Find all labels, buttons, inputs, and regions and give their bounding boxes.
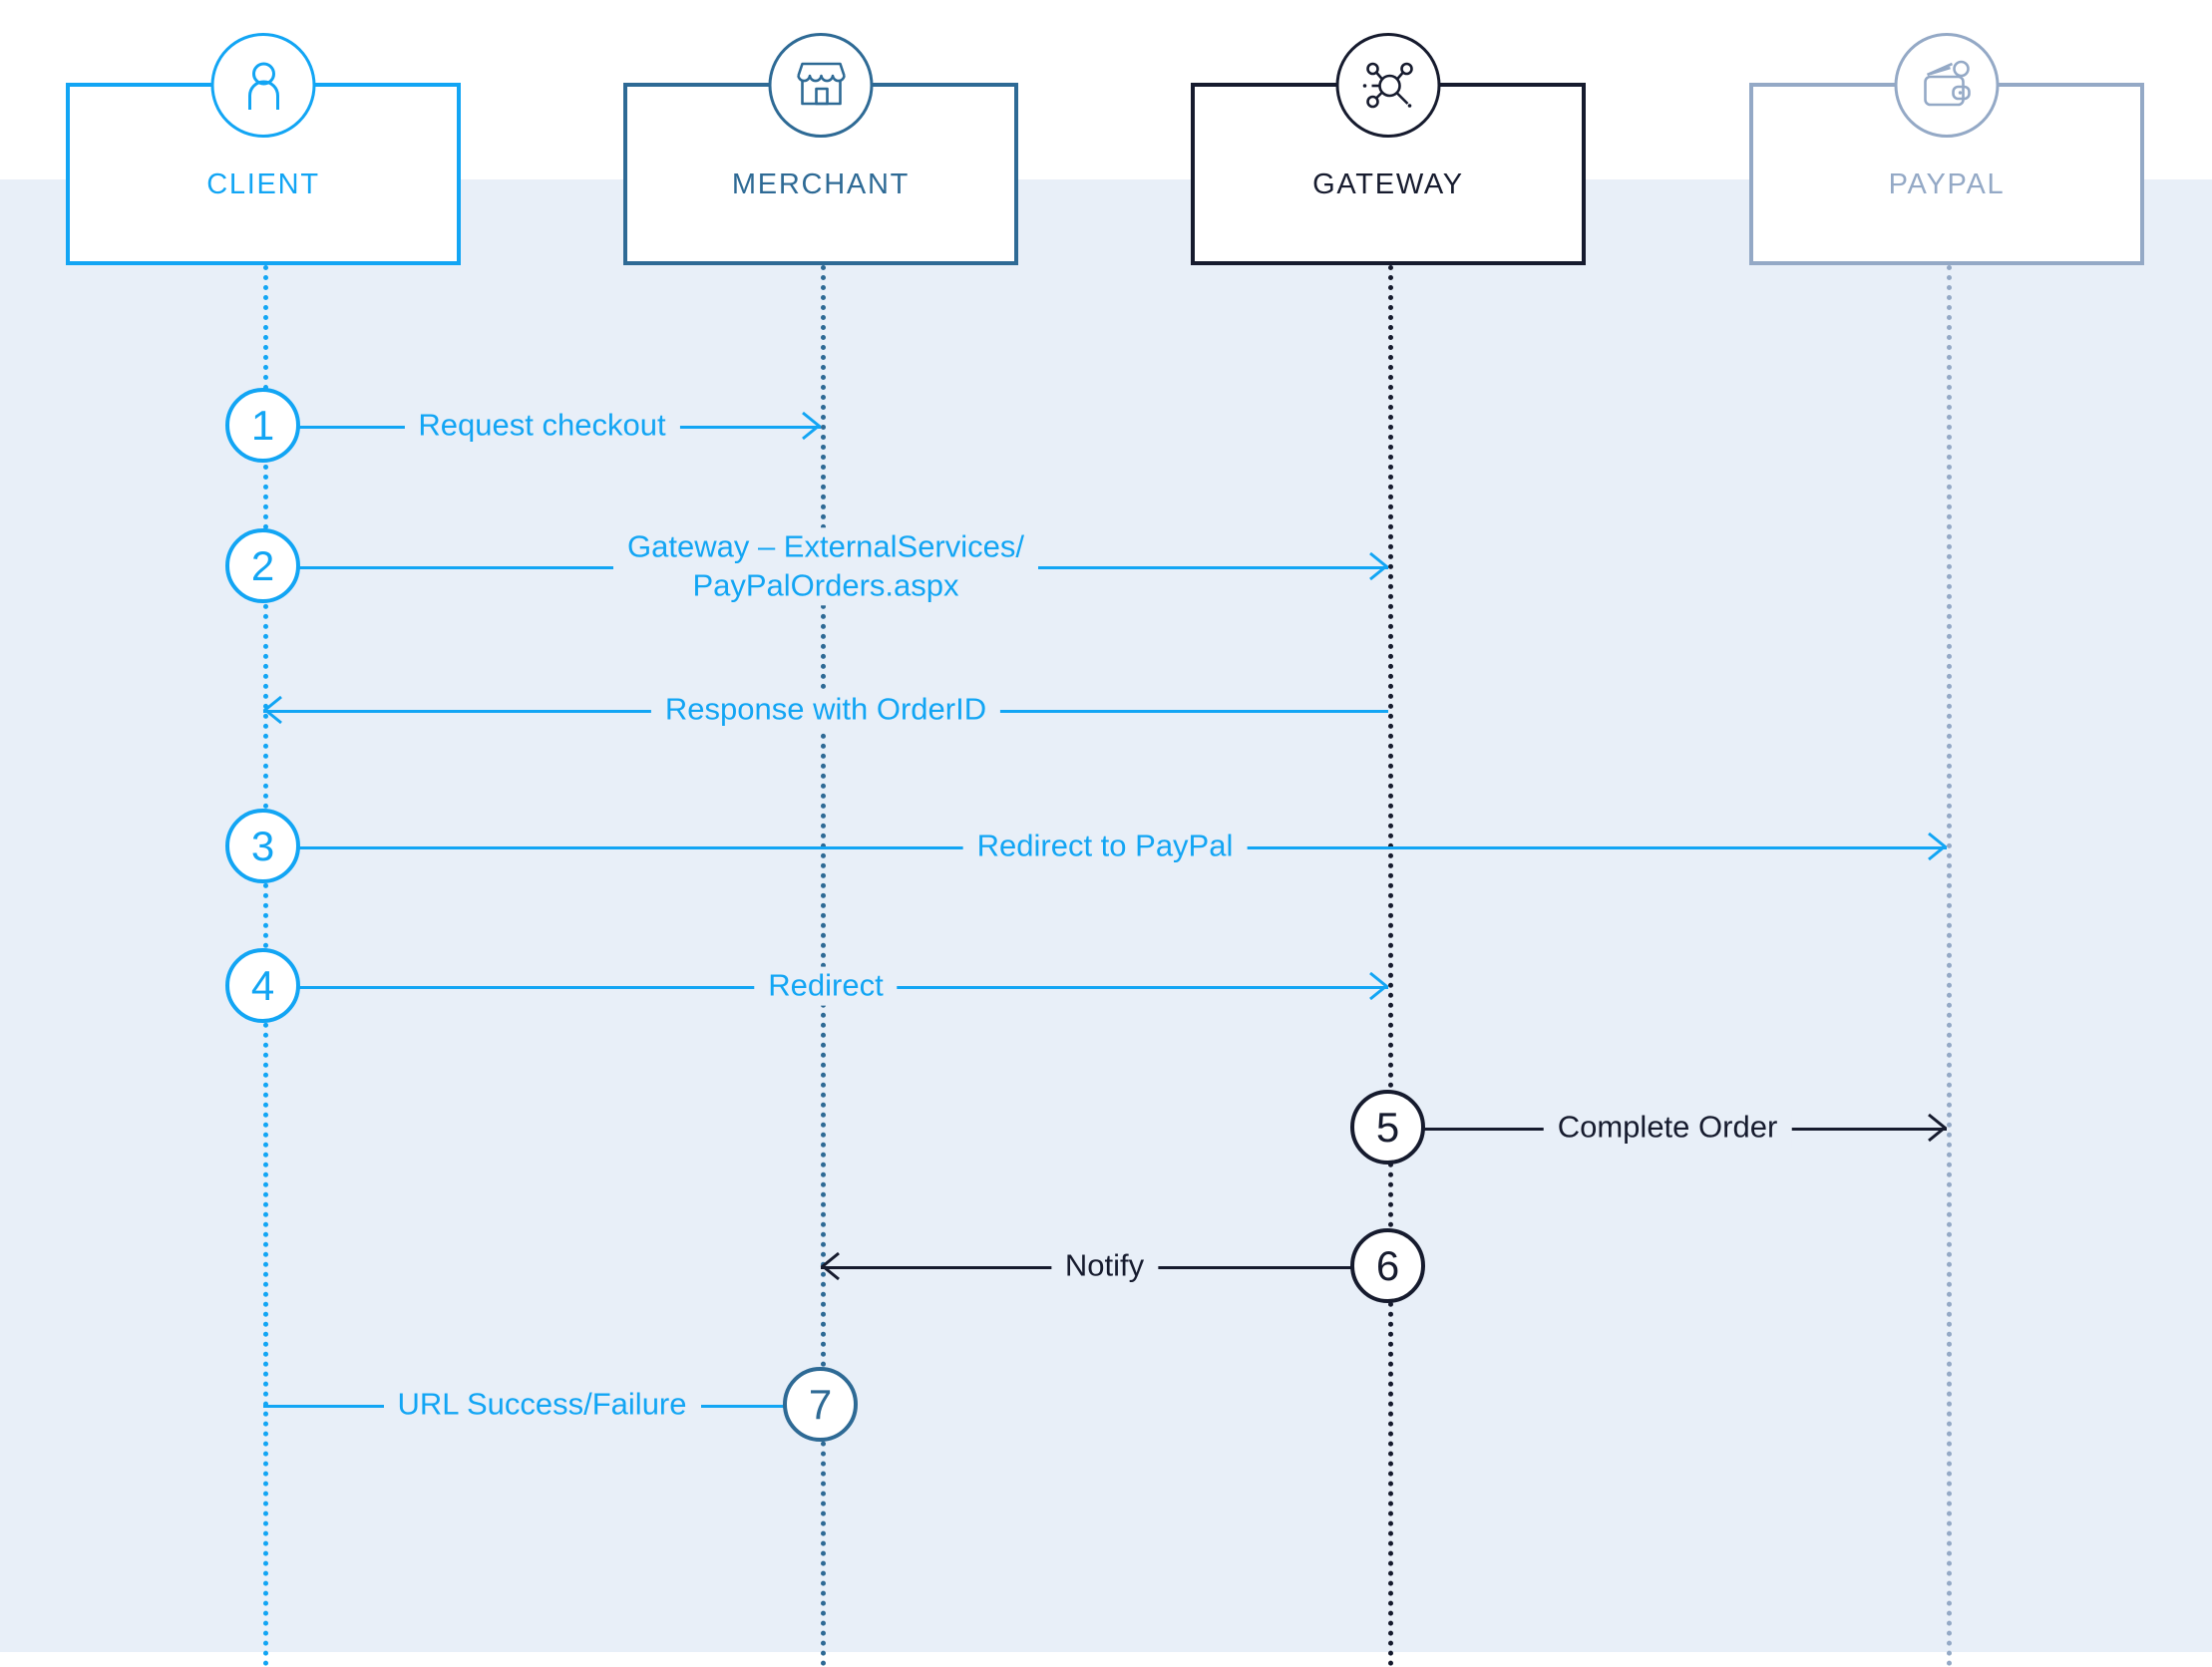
network-icon (1335, 33, 1441, 138)
actor-label-client: CLIENT (206, 168, 320, 200)
step-number-3[interactable]: 3 (225, 809, 300, 883)
actor-box-merchant[interactable]: MERCHANT (623, 33, 1018, 265)
message-label: Gateway – ExternalServices/ PayPalOrders… (612, 527, 1039, 605)
message-label: Notify (1050, 1246, 1159, 1286)
message-label: Redirect to PayPal (962, 827, 1248, 866)
actor-box-gateway[interactable]: GATEWAY (1191, 33, 1586, 265)
store-icon (768, 33, 874, 138)
step-number-7[interactable]: 7 (783, 1367, 858, 1442)
wallet-icon (1894, 33, 2000, 138)
background-band (0, 179, 2212, 1652)
message-label: Request checkout (404, 406, 680, 446)
message-label: Complete Order (1543, 1108, 1792, 1148)
step-number-2[interactable]: 2 (225, 528, 300, 603)
actor-label-paypal: PAYPAL (1888, 168, 2006, 200)
user-icon (210, 33, 316, 138)
step-number-4[interactable]: 4 (225, 948, 300, 1023)
actor-label-merchant: MERCHANT (731, 168, 911, 200)
step-number-5[interactable]: 5 (1350, 1090, 1425, 1165)
message-label: URL Success/Failure (383, 1385, 701, 1425)
step-number-1[interactable]: 1 (225, 388, 300, 463)
actor-label-gateway: GATEWAY (1312, 168, 1464, 200)
actor-box-client[interactable]: CLIENT (66, 33, 461, 265)
lifeline-gateway (1388, 265, 1393, 1667)
lifeline-paypal (1947, 265, 1952, 1667)
step-number-6[interactable]: 6 (1350, 1228, 1425, 1303)
lifeline-merchant (821, 265, 826, 1667)
message-label: Response with OrderID (650, 690, 1001, 730)
message-label: Redirect (754, 966, 898, 1006)
actor-box-paypal[interactable]: PAYPAL (1749, 33, 2144, 265)
